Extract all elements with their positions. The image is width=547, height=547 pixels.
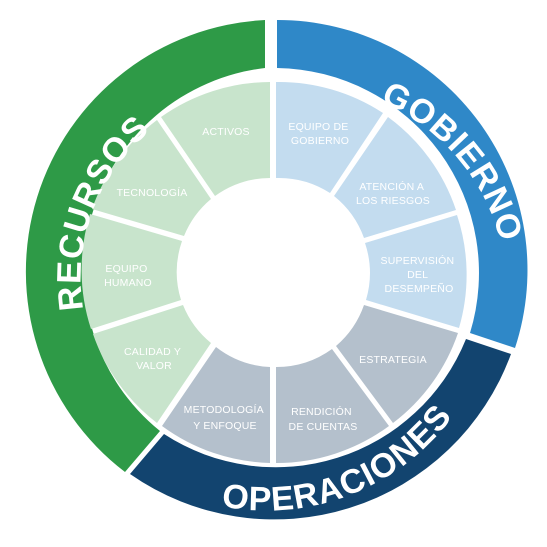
ring-operaciones <box>130 339 511 520</box>
segment-estrategia <box>336 305 458 423</box>
label-supervision: SUPERVISIÓN DEL DESEMPEÑO <box>381 254 458 295</box>
segment-tecnologia <box>92 120 211 236</box>
segment-supervision <box>365 215 467 328</box>
label-atencion-riesgos: ATENCIÓN A LOS RIESGOS <box>356 180 430 207</box>
ring-gobierno <box>277 19 528 348</box>
label-activos: ACTIVOS <box>202 126 250 138</box>
label-metodologia: METODOLOGÍA Y ENFOQUE <box>184 403 267 432</box>
ring-recursos <box>25 20 265 472</box>
segment-rendicion <box>276 349 389 464</box>
segment-equipo-humano <box>81 214 182 329</box>
label-equipo-gobierno: EQUIPO DE GOBIERNO <box>288 121 351 147</box>
inner-segments <box>81 81 467 464</box>
segment-calidad <box>93 305 211 423</box>
segment-labels: ACTIVOS EQUIPO DE GOBIERNO TECNOLOGÍA AT… <box>104 121 458 433</box>
label-rendicion: RENDICIÓN DE CUENTAS <box>289 405 358 433</box>
label-estrategia: ESTRATEGIA <box>359 354 427 366</box>
outer-ring <box>25 19 528 520</box>
segment-atencion-riesgos <box>334 117 456 238</box>
segment-metodologia <box>162 347 270 463</box>
center-disc <box>183 182 363 362</box>
label-calidad: CALIDAD Y VALOR <box>124 346 184 372</box>
label-tecnologia: TECNOLOGÍA <box>117 186 188 199</box>
segment-equipo-gobierno <box>276 81 383 193</box>
segment-activos <box>161 82 270 196</box>
label-equipo-humano: EQUIPO HUMANO <box>104 263 152 289</box>
